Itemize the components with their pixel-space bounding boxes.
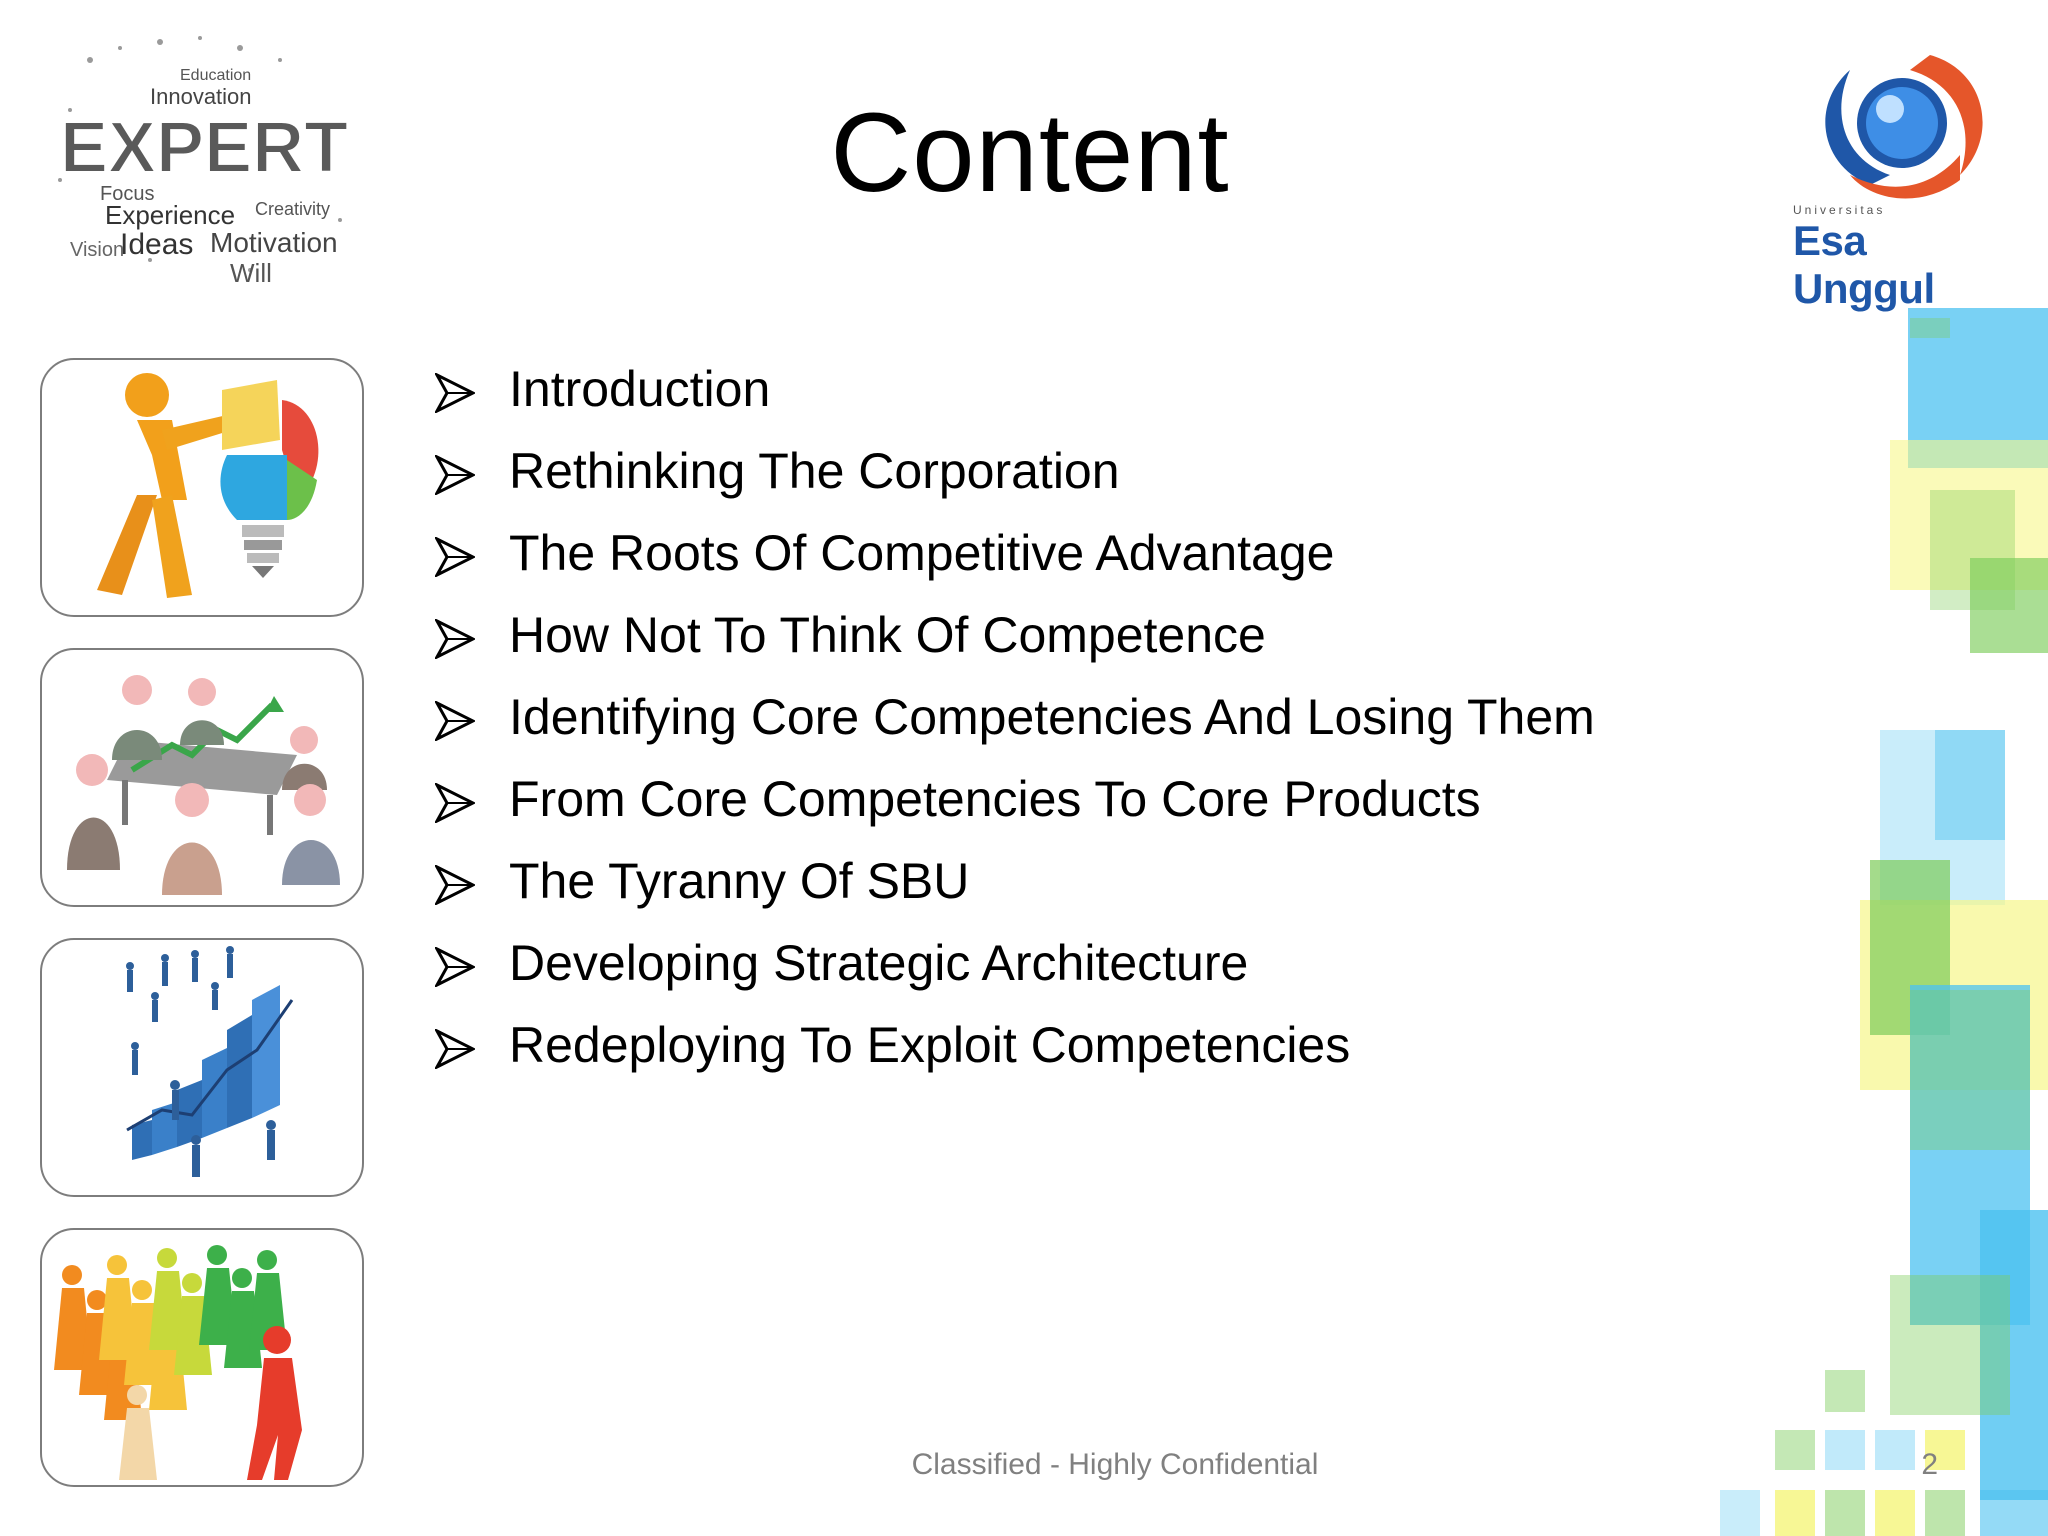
wordcloud-word: Experience <box>105 200 235 230</box>
wordcloud-word: Education <box>180 67 251 84</box>
university-logo: Universitas Esa Unggul <box>1785 45 2015 312</box>
arrowhead-bullet-icon <box>435 537 475 577</box>
arrowhead-bullet-icon <box>435 373 475 413</box>
list-item-text: Redeploying To Exploit Competencies <box>509 1017 1351 1073</box>
arrowhead-bullet-icon <box>435 1029 475 1069</box>
wordcloud-word: Innovation <box>150 84 252 109</box>
decorative-squares <box>1700 290 2048 1536</box>
wordcloud-word: Motivation <box>210 227 338 258</box>
wordcloud-word: Creativity <box>255 199 330 219</box>
meeting-growth-illustration <box>67 675 340 895</box>
wordcloud-word: Will <box>230 258 272 288</box>
list-item-text: Identifying Core Competencies And Losing… <box>509 689 1595 745</box>
picture-people-barchart <box>40 938 364 1197</box>
puzzle-lightbulb-illustration <box>97 373 319 598</box>
picture-colored-crowd <box>40 1228 364 1487</box>
arrowhead-bullet-icon <box>435 701 475 741</box>
arrowhead-bullet-icon <box>435 619 475 659</box>
people-barchart-illustration <box>126 946 294 1177</box>
wordcloud-word: Ideas <box>120 228 193 261</box>
list-item-text: Rethinking The Corporation <box>509 443 1120 499</box>
picture-puzzle-bulb <box>40 358 364 617</box>
arrowhead-bullet-icon <box>435 783 475 823</box>
list-item-text: The Tyranny Of SBU <box>509 853 970 909</box>
wordcloud-word: Focus <box>100 183 154 205</box>
slide-title: Content <box>830 90 1230 215</box>
arrowhead-bullet-icon <box>435 865 475 905</box>
page-number: 2 <box>1921 1448 1938 1481</box>
university-emblem-icon <box>1825 55 1983 199</box>
expert-wordcloud-logo: Education Innovation EXPERT Focus Experi… <box>58 36 349 288</box>
arrowhead-bullet-icon <box>435 455 475 495</box>
list-item-text: The Roots Of Competitive Advantage <box>509 525 1335 581</box>
list-item-text: From Core Competencies To Core Products <box>509 771 1481 827</box>
wordcloud-headline: EXPERT <box>60 108 348 188</box>
list-item-text: Developing Strategic Architecture <box>509 935 1249 991</box>
arrowhead-bullet-icon <box>435 947 475 987</box>
university-name: Esa Unggul <box>1793 217 1935 312</box>
colored-crowd-illustration <box>54 1245 302 1480</box>
footer-confidentiality: Classified - Highly Confidential <box>911 1448 1319 1481</box>
university-subtitle: Universitas <box>1793 203 1886 217</box>
list-item-text: How Not To Think Of Competence <box>509 607 1266 663</box>
wordcloud-word: Vision <box>70 239 124 261</box>
list-item-text: Introduction <box>509 361 771 417</box>
picture-meeting-growth <box>40 648 364 907</box>
